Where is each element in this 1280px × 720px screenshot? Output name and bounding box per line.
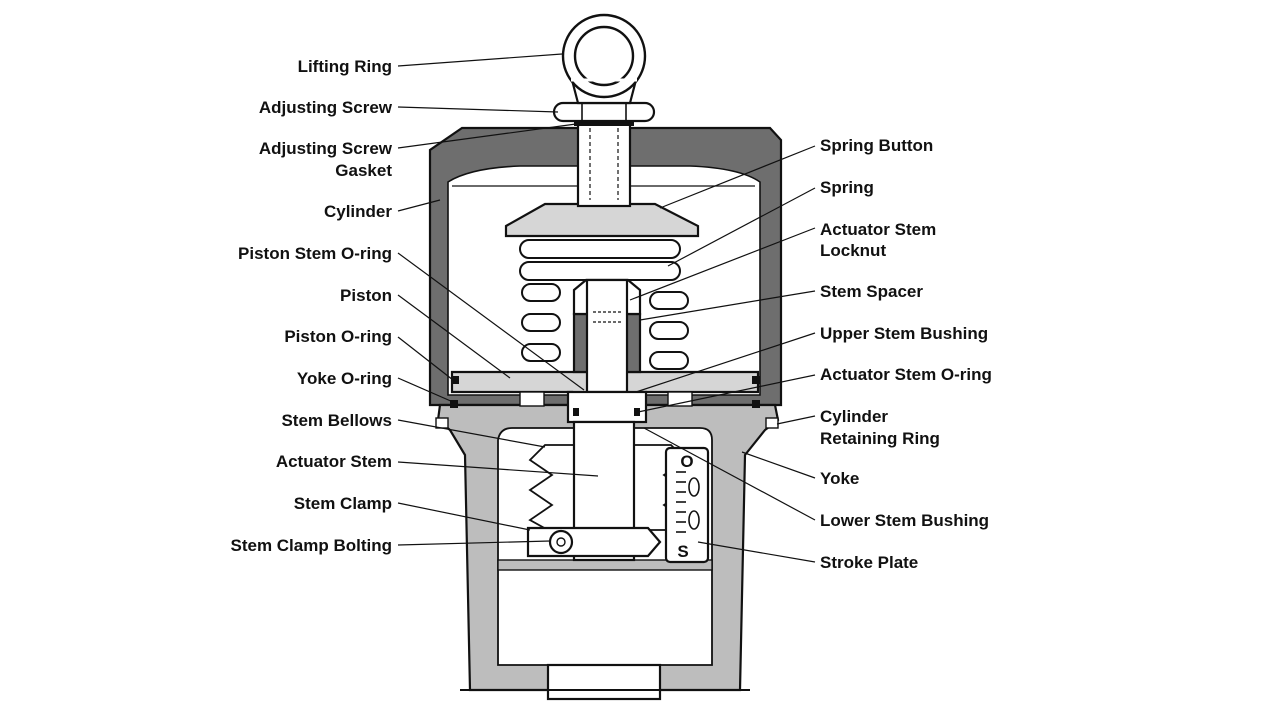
spring-button-part	[504, 202, 700, 238]
label-actuator-stem: Actuator Stem	[276, 452, 392, 471]
piston-oring-right	[752, 376, 760, 384]
label-cylinder: Cylinder	[324, 202, 392, 221]
label-yoke-oring: Yoke O-ring	[297, 369, 392, 388]
upper-stem	[585, 278, 629, 394]
label-yoke: Yoke	[820, 469, 859, 488]
actuator-stem-oring-part	[634, 408, 640, 416]
stroke-plate-shut-mark: S	[677, 542, 688, 561]
stem-clamp-part	[526, 526, 662, 558]
label-stroke-plate: Stroke Plate	[820, 553, 918, 572]
boss-left	[519, 391, 545, 407]
yoke-oring-right	[752, 400, 760, 408]
label-adjusting-screw-gasket-1: Adjusting Screw	[259, 139, 393, 158]
adjusting-screw-gasket-part	[574, 121, 634, 126]
label-actuator-stem-locknut-1: Actuator Stem	[820, 220, 936, 239]
label-actuator-stem-locknut-2: Locknut	[820, 241, 886, 260]
label-piston-stem-oring: Piston Stem O-ring	[238, 244, 392, 263]
label-cylinder-retaining-ring-1: Cylinder	[820, 407, 888, 426]
label-stem-spacer: Stem Spacer	[820, 282, 923, 301]
label-cylinder-retaining-ring-2: Retaining Ring	[820, 429, 940, 448]
stroke-plate-screw-bottom	[688, 510, 700, 530]
label-upper-stem-bushing: Upper Stem Bushing	[820, 324, 988, 343]
label-stem-clamp: Stem Clamp	[294, 494, 392, 513]
actuator-drawing: O S	[428, 13, 783, 701]
label-adjusting-screw: Adjusting Screw	[259, 98, 393, 117]
upper-stem-bushing-part	[566, 390, 648, 424]
label-stem-clamp-bolting: Stem Clamp Bolting	[230, 536, 392, 555]
label-stem-bellows: Stem Bellows	[281, 411, 392, 430]
label-adjusting-screw-gasket-2: Gasket	[335, 161, 392, 180]
leader-lines	[397, 53, 816, 563]
label-piston: Piston	[340, 286, 392, 305]
label-lower-stem-bushing: Lower Stem Bushing	[820, 511, 989, 530]
label-actuator-stem-oring: Actuator Stem O-ring	[820, 365, 992, 384]
hex-nut	[552, 101, 656, 123]
label-spring-button: Spring Button	[820, 136, 933, 155]
labels-right: Spring Button Spring Actuator Stem Lockn…	[820, 136, 992, 572]
labels-left: Lifting Ring Adjusting Screw Adjusting S…	[230, 57, 392, 555]
boss-right	[667, 391, 693, 407]
stroke-plate-open-mark: O	[680, 452, 693, 471]
adjusting-screw-part	[576, 120, 632, 208]
actuator-stem-oring-part-left	[573, 408, 579, 416]
label-piston-oring: Piston O-ring	[284, 327, 392, 346]
label-lifting-ring: Lifting Ring	[298, 57, 392, 76]
label-spring: Spring	[820, 178, 874, 197]
stroke-plate-ticks	[676, 471, 686, 533]
piston-oring-left	[451, 376, 459, 384]
stroke-plate-part	[664, 446, 710, 564]
stroke-plate-screw-top	[688, 477, 700, 497]
yoke-bottom-mount	[546, 663, 662, 701]
retaining-ring-right	[765, 417, 779, 429]
yoke-oring-left	[450, 400, 458, 408]
retaining-ring-left	[435, 417, 449, 429]
